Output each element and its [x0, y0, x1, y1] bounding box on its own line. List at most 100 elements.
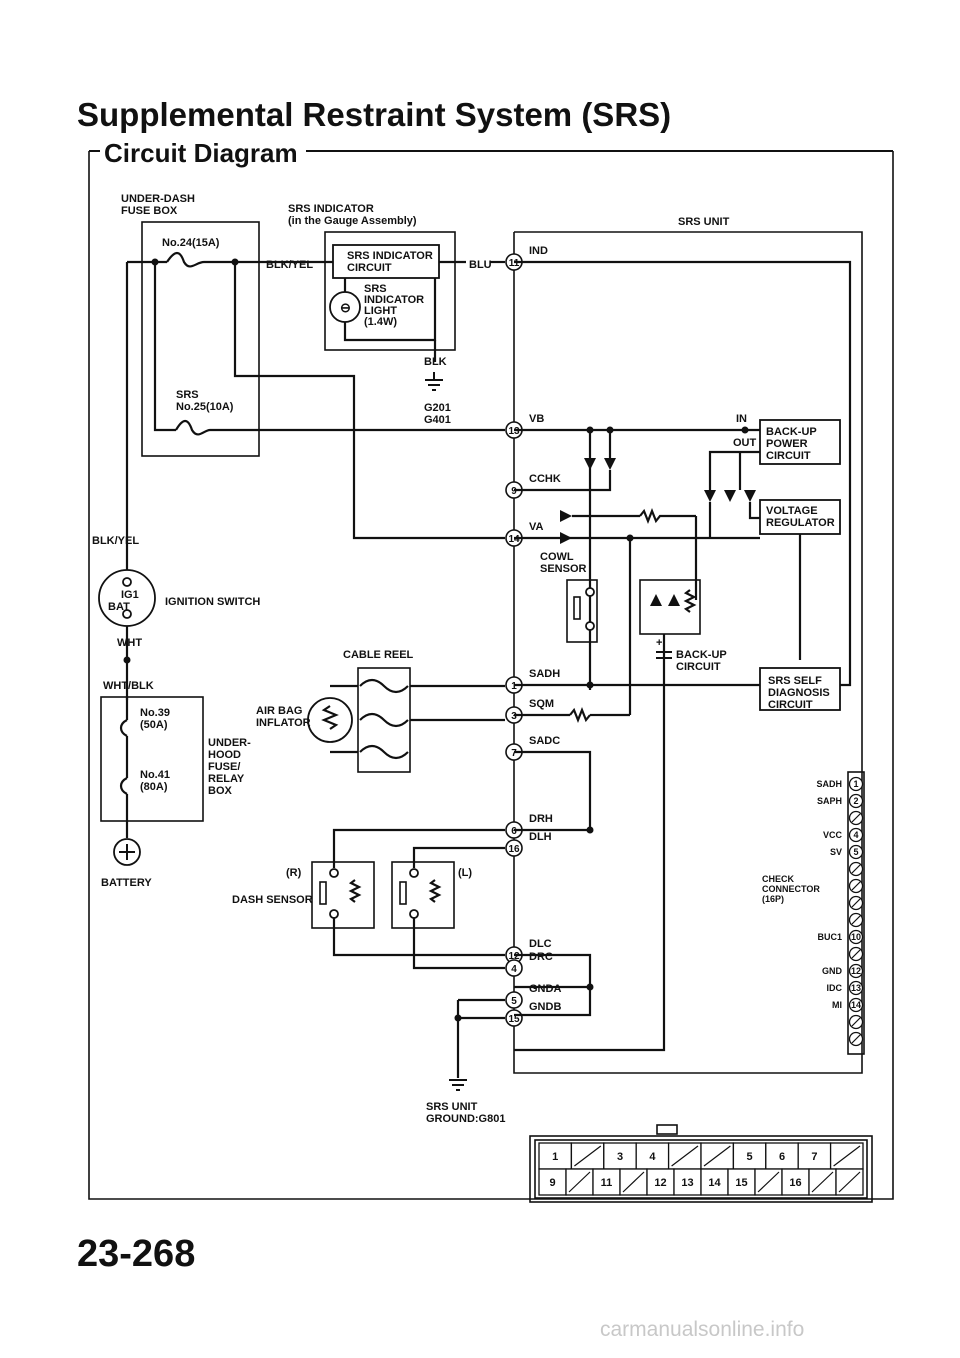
- voltage-regulator-label-2: REGULATOR: [766, 517, 835, 529]
- underdash-fuse-box-label-1: UNDER-DASH: [121, 193, 195, 205]
- connector-cell: [829, 1142, 864, 1170]
- srs-indicator-light-label-2: INDICATOR: [364, 294, 424, 306]
- connector-cell: [619, 1168, 648, 1196]
- check-pin: [848, 1014, 864, 1030]
- terminal-name-label: DRH: [529, 813, 553, 825]
- srs-terminal-sqm: 3 SQM: [505, 698, 554, 724]
- fuse-25-label-1: SRS: [176, 389, 199, 401]
- connector-cell: 6: [765, 1142, 799, 1170]
- srs-indicator-circuit-box: [332, 244, 440, 279]
- terminal-name-label: CCHK: [529, 473, 561, 485]
- terminal-pin-number: 13: [508, 426, 520, 437]
- connector-cell: [808, 1168, 837, 1196]
- ground-g201-label-1: G201: [424, 402, 451, 414]
- watermark: carmanualsonline.info: [600, 1318, 805, 1341]
- connector-face-inner: [534, 1139, 868, 1199]
- dash-sensor-l-box: [391, 861, 455, 929]
- terminal-pin-number: 3: [511, 711, 517, 722]
- fuse-25-label-2: No.25(10A): [176, 401, 234, 413]
- check-pin-name: MI: [832, 1000, 842, 1010]
- underhood-fuse-box: [100, 696, 204, 822]
- terminal-pin-number: 15: [508, 1014, 520, 1025]
- check-pin-number: 14: [851, 1000, 861, 1010]
- check-connector-body: [847, 771, 865, 1055]
- connector-cell: 11: [592, 1168, 621, 1196]
- check-connector-label-2: CONNECTOR: [762, 884, 820, 894]
- connector-pin-number: 5: [747, 1151, 753, 1163]
- terminal-name-label: SQM: [529, 698, 554, 710]
- terminal-pin-number: 9: [511, 486, 517, 497]
- connector-pin-number: 15: [735, 1177, 747, 1189]
- cable-reel-label: CABLE REEL: [343, 649, 414, 661]
- cowl-sensor-box: [566, 579, 598, 643]
- backup-power-label-1: BACK-UP: [766, 426, 817, 438]
- connector-cell: 1: [538, 1142, 573, 1170]
- cowl-sensor-label-1: COWL: [540, 551, 574, 563]
- connector-cell: [565, 1168, 594, 1196]
- wire-blk-yel-label: BLK/YEL: [266, 259, 313, 271]
- backup-circuit-label-1: BACK-UP: [676, 649, 727, 661]
- fuse-39-label-2: (50A): [140, 719, 168, 731]
- connector-cell: 13: [673, 1168, 702, 1196]
- underdash-fuse-box: [141, 221, 260, 457]
- battery-label: BATTERY: [101, 877, 152, 889]
- srs-unit-terminals: 11IND13VB9CCHK14VA1SADH3SQM7SADC6DRH16DL…: [505, 245, 561, 1027]
- page-number: 23-268: [77, 1233, 196, 1275]
- check-pin-number: 1: [853, 779, 858, 789]
- terminal-pin-number: 11: [509, 258, 520, 269]
- check-pin-number: 10: [851, 932, 861, 942]
- self-diagnosis-label-2: DIAGNOSIS: [768, 687, 830, 699]
- air-bag-inflator-icon: [307, 697, 353, 743]
- backup-circuit-sensor-box: [639, 579, 701, 635]
- page-title: Supplemental Restraint System (SRS): [77, 96, 672, 133]
- underhood-box-label-5: BOX: [208, 785, 233, 797]
- check-pin-name: SADH: [816, 779, 842, 789]
- terminal-name-label: DLH: [529, 831, 552, 843]
- backup-power-label-3: CIRCUIT: [766, 450, 811, 462]
- connector-pin-number: 4: [649, 1151, 656, 1163]
- ignition-switch-label: IGNITION SWITCH: [165, 596, 260, 608]
- voltage-regulator-box: [759, 499, 841, 535]
- sensor-l-label: (L): [458, 867, 472, 879]
- dash-sensor-r-box: [311, 861, 375, 929]
- self-diagnosis-label-1: SRS SELF: [768, 675, 822, 687]
- fuse-24-label: No.24(15A): [162, 237, 220, 249]
- check-pin: [848, 1031, 864, 1047]
- check-connector-label-3: (16P): [762, 894, 784, 904]
- connector-cell: 15: [727, 1168, 756, 1196]
- in-label: IN: [736, 413, 747, 425]
- sensor-r-label: (R): [286, 867, 302, 879]
- backup-power-label-2: POWER: [766, 438, 808, 450]
- connector-pin-number: 11: [601, 1177, 613, 1189]
- fuse-25: [175, 419, 211, 436]
- cowl-sensor-label-2: SENSOR: [540, 563, 587, 575]
- check-pin: [848, 912, 864, 928]
- terminal-name-label: GNDA: [529, 983, 561, 995]
- check-pin: [848, 810, 864, 826]
- out-label: OUT: [733, 437, 757, 449]
- connector-pin-number: 1: [552, 1151, 558, 1163]
- connector-latch: [656, 1124, 678, 1135]
- terminal-name-label: SADC: [529, 735, 560, 747]
- srs-unit-ground-label-2: GROUND:G801: [426, 1113, 505, 1125]
- wire-wht-label: WHT: [117, 637, 142, 649]
- terminal-name-label: DRC: [529, 951, 553, 963]
- terminal-pin-number: 14: [508, 534, 520, 545]
- connector-cell: 14: [700, 1168, 729, 1196]
- wire-blk-label: BLK: [424, 356, 447, 368]
- srs-unit-label: SRS UNIT: [678, 216, 730, 228]
- ig1-label: IG1: [121, 589, 139, 601]
- terminal-name-label: DLC: [529, 938, 552, 950]
- connector-cell: 7: [797, 1142, 832, 1170]
- check-connector-label-1: CHECK: [762, 874, 795, 884]
- check-pin: [848, 861, 864, 877]
- gauge-assembly-box: [324, 231, 456, 351]
- backup-power-circuit-box: [759, 419, 841, 465]
- voltage-regulator-label-1: VOLTAGE: [766, 505, 818, 517]
